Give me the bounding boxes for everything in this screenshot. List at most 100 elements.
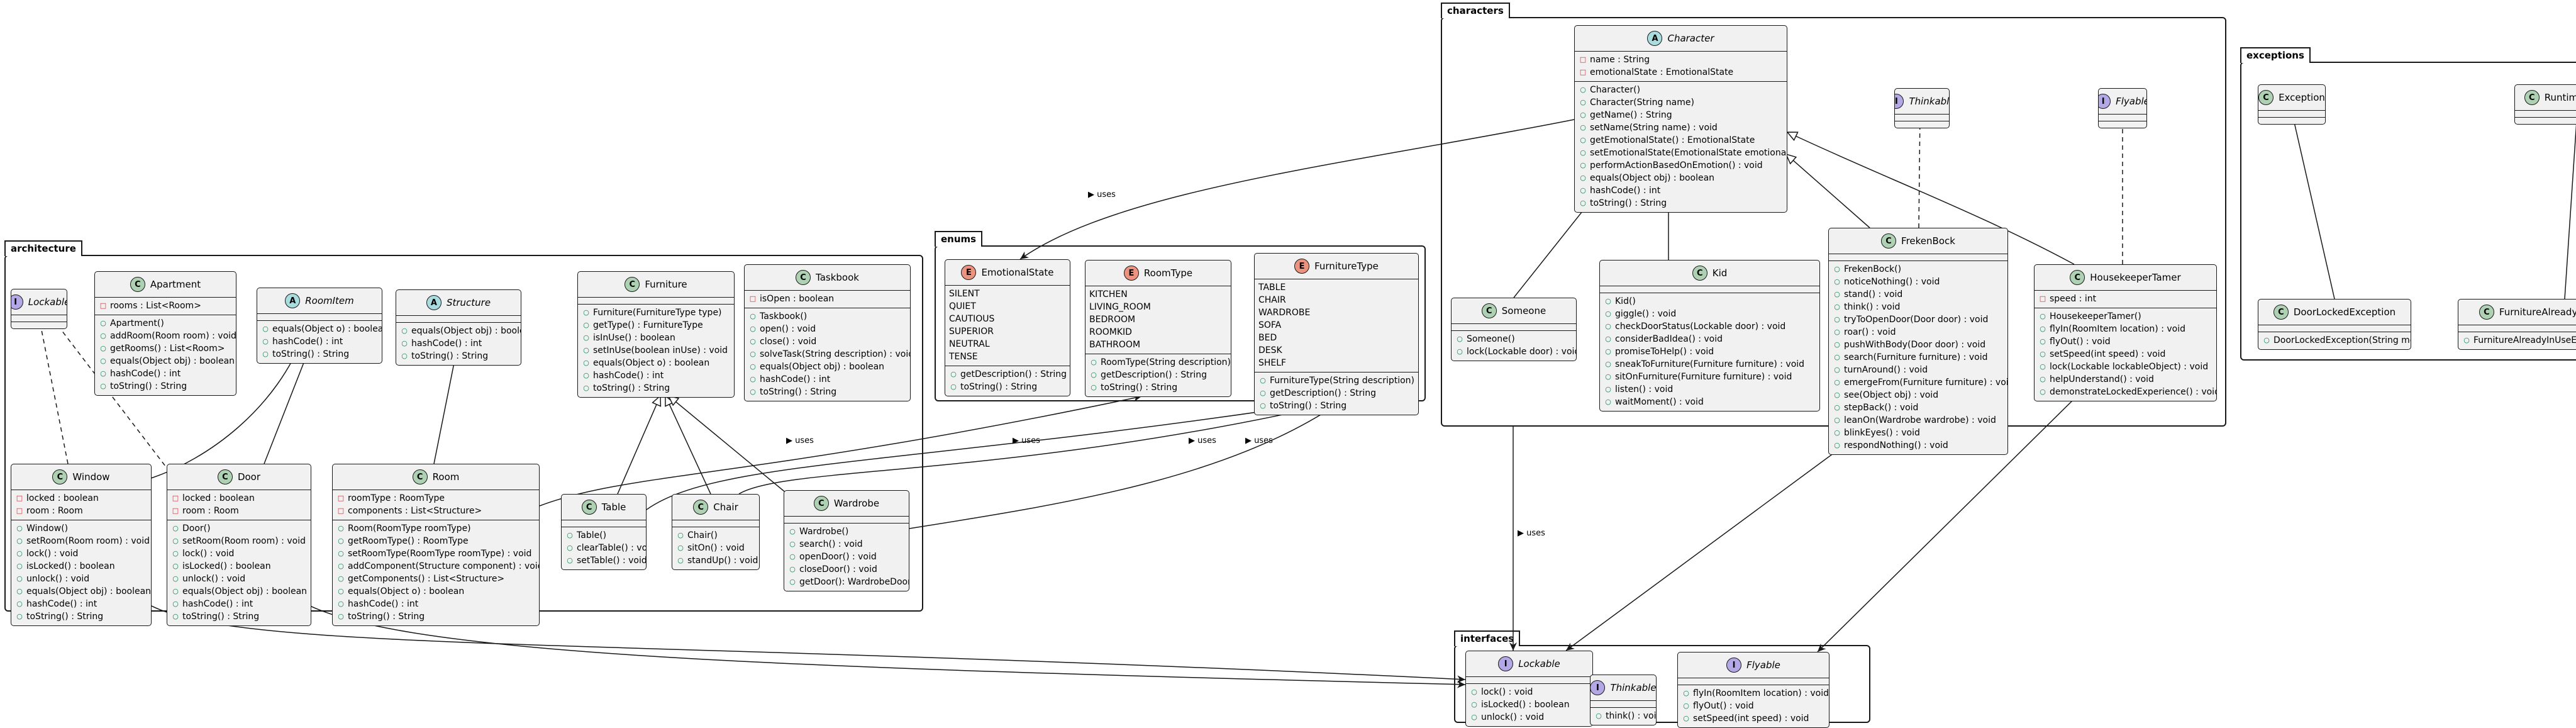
- method-row: ○toString() : String: [15, 610, 147, 623]
- method-row: ○listen() : void: [1604, 383, 1816, 396]
- public-visibility-icon: ○: [1580, 136, 1586, 144]
- method-row: ○search(Furniture furniture) : void: [1833, 351, 2004, 364]
- public-visibility-icon: ○: [1091, 371, 1097, 379]
- method-row: ○toString() : String: [99, 380, 232, 393]
- uses-label: ▶ uses: [1245, 436, 1273, 445]
- public-visibility-icon: ○: [583, 371, 589, 379]
- method-text: RoomType(String description): [1101, 357, 1231, 367]
- method-row: ○performActionBasedOnEmotion() : void: [1579, 159, 1783, 172]
- class-stereotype-icon: C: [2070, 270, 2085, 285]
- methods-section: ○FurnitureType(String description)○getDe…: [1255, 372, 1418, 415]
- method-text: considerBadIdea() : void: [1615, 334, 1723, 344]
- methods-section: ○Character()○Character(String name)○getN…: [1575, 81, 1787, 212]
- class-stereotype-icon: C: [412, 469, 428, 484]
- method-text: helpUnderstand() : void: [2050, 374, 2154, 384]
- method-row: ○close() : void: [748, 335, 906, 348]
- method-text: clearTable() : void: [577, 543, 647, 553]
- public-visibility-icon: ○: [1683, 689, 1689, 697]
- class-stereotype-icon: C: [1692, 266, 1707, 281]
- method-row: ○think() : void: [1594, 710, 1656, 722]
- method-text: addRoom(Room room) : void: [110, 331, 236, 341]
- edge-frekenbock-extends-character: [1786, 154, 1870, 228]
- method-text: toString() : String: [348, 612, 425, 622]
- method-row: ○getComponents() : List<Structure>: [336, 573, 535, 585]
- method-row: ○Wardrobe(): [788, 525, 905, 538]
- method-text: unlock() : void: [1481, 712, 1545, 722]
- method-text: getDescription() : String: [960, 369, 1067, 379]
- package-label: architecture: [4, 240, 82, 256]
- public-visibility-icon: ○: [2040, 312, 2046, 320]
- method-row: ○unlock() : void: [15, 573, 147, 585]
- field-text: SILENT: [949, 289, 980, 299]
- method-text: search() : void: [799, 539, 863, 549]
- method-row: ○flyOut() : void: [1682, 700, 1825, 712]
- method-text: setTable() : void: [577, 556, 647, 566]
- method-row: ○getRooms() : List<Room>: [99, 342, 232, 355]
- private-visibility-icon: □: [1579, 68, 1587, 76]
- methods-section: [2515, 117, 2576, 124]
- method-text: isLocked() : boolean: [26, 561, 115, 571]
- fields-section: [1452, 324, 1576, 330]
- field-text: CAUTIOUS: [949, 314, 995, 324]
- method-text: flyIn(RoomItem location) : void: [1693, 688, 1829, 698]
- field-row: □locked : boolean: [15, 492, 147, 505]
- public-visibility-icon: ○: [338, 524, 344, 532]
- method-text: think() : void: [1844, 302, 1901, 312]
- class-name: Furniture: [645, 279, 687, 290]
- method-text: performActionBasedOnEmotion() : void: [1590, 160, 1763, 171]
- public-visibility-icon: ○: [1834, 290, 1840, 298]
- public-visibility-icon: ○: [2040, 388, 2046, 396]
- method-row: ○unlock() : void: [1470, 711, 1589, 724]
- field-row: ROOMKID: [1089, 326, 1227, 339]
- method-text: think() : void: [1606, 711, 1657, 721]
- field-text: ROOMKID: [1089, 327, 1132, 337]
- class-stereotype-icon: C: [2524, 90, 2540, 105]
- public-visibility-icon: ○: [172, 574, 179, 583]
- public-visibility-icon: ○: [262, 325, 269, 333]
- method-row: ○lock(Lockable door) : void: [1455, 345, 1576, 358]
- method-row: ○helpUnderstand() : void: [2038, 373, 2212, 386]
- class-name: Flyable: [2116, 96, 2147, 107]
- method-row: ○leanOn(Wardrobe wardrobe) : void: [1833, 414, 2004, 427]
- method-row: ○noticeNothing() : void: [1833, 276, 2004, 288]
- method-text: isLocked() : boolean: [182, 561, 271, 571]
- field-text: CHAIR: [1258, 295, 1286, 305]
- field-text: locked : boolean: [26, 493, 99, 503]
- public-visibility-icon: ○: [172, 537, 179, 545]
- fields-section: [396, 316, 521, 322]
- package-label: characters: [1441, 3, 1510, 18]
- method-text: closeDoor() : void: [799, 564, 877, 574]
- fields-section: [2258, 111, 2325, 117]
- class-name: HousekeeperTamer: [2090, 272, 2181, 283]
- fields-section: [672, 520, 759, 527]
- fields-section: [2458, 325, 2576, 332]
- method-row: ○toString() : String: [1258, 400, 1414, 412]
- abstract-class-stereotype-icon: A: [285, 293, 301, 308]
- field-text: room : Room: [182, 506, 239, 516]
- enum-stereotype-icon: E: [961, 265, 977, 280]
- method-row: ○respondNothing() : void: [1833, 439, 2004, 452]
- method-row: ○equals(Object obj) : boolean: [748, 361, 906, 373]
- package-enums: enums: [935, 231, 1426, 401]
- uses-label: ▶ uses: [786, 436, 814, 445]
- class-name: Window: [72, 471, 110, 483]
- public-visibility-icon: ○: [677, 556, 684, 564]
- method-row: ○promiseToHelp() : void: [1604, 345, 1816, 358]
- method-row: ○closeDoor() : void: [788, 563, 905, 576]
- public-visibility-icon: ○: [100, 332, 106, 340]
